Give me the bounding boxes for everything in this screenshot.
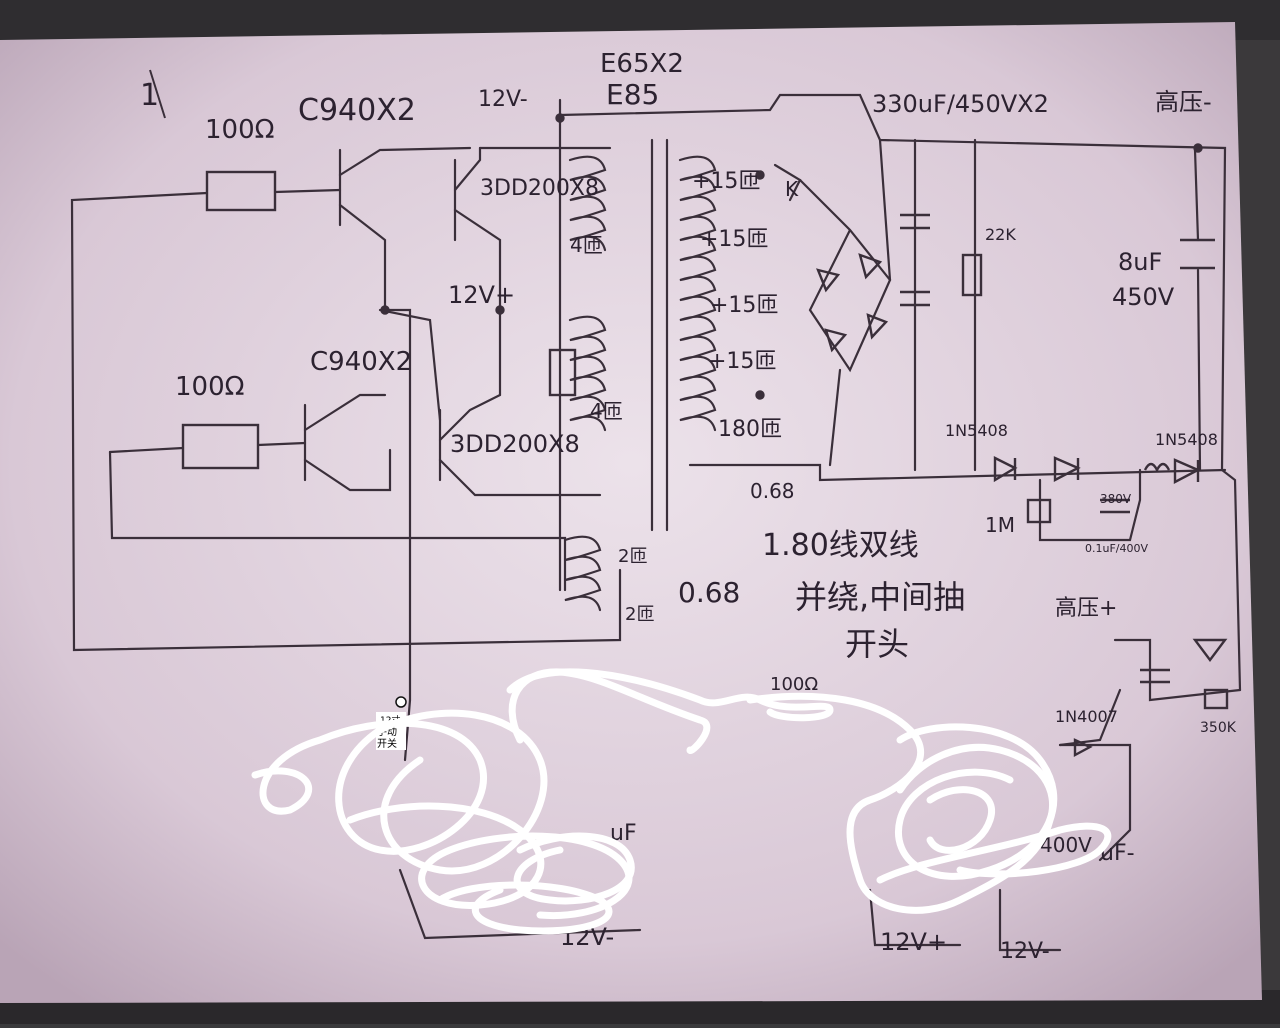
- junction-dot: [555, 113, 565, 123]
- upper-mosfet-label: 3DD200X8: [480, 176, 599, 201]
- series-diode-2: [1053, 456, 1081, 482]
- paper-sheet: [0, 22, 1262, 1003]
- hv-cap: [1140, 668, 1170, 684]
- series-diode-1: [993, 456, 1018, 483]
- page-mark-label: 1: [140, 78, 159, 113]
- hv-diode: [1192, 638, 1228, 662]
- note-line-1: 1.80线双线: [762, 528, 919, 563]
- tap-1-label: +15匝: [692, 169, 760, 194]
- film-cap: [1180, 238, 1215, 270]
- switch-knob-icon: [395, 696, 407, 708]
- diode3-label: 1N4007: [1055, 707, 1118, 726]
- bleeder-label: 22K: [985, 225, 1016, 244]
- note-line-2: 并绕,中间抽: [795, 578, 965, 616]
- hv-plus-label: 高压+: [1055, 596, 1117, 621]
- output-cap-2: [900, 290, 930, 307]
- lower-transistor-label: C940X2: [310, 347, 412, 377]
- bleeder-resistor: [961, 253, 983, 297]
- diode-label: 1N5408: [945, 421, 1008, 440]
- film-cap-label: 8uF: [1118, 248, 1162, 276]
- bottom-resistor-label: 100Ω: [770, 674, 818, 695]
- junction-dot: [1193, 143, 1203, 153]
- junction-dot: [495, 305, 505, 315]
- bridge-diode-4: [866, 313, 889, 340]
- upper-transistor-label: C940X2: [298, 93, 416, 128]
- bridge-diode-3: [824, 328, 848, 353]
- resistor-350k: [1203, 688, 1229, 710]
- supply-minus-label: 12V-: [478, 87, 528, 112]
- switch-label-3: 开关: [377, 737, 397, 750]
- output-caps-label: 330uF/450VX2: [872, 90, 1049, 118]
- core-label-1: E65X2: [600, 49, 684, 79]
- tap-5-label: 180匝: [718, 417, 782, 442]
- junction-dot: [755, 170, 765, 180]
- bottom-right-supply-minus: 12V-: [1000, 939, 1050, 964]
- secondary-wire-label: 0.68: [750, 479, 795, 503]
- lower-mosfet-label: 3DD200X8: [450, 430, 580, 458]
- circuit-wires: [70, 93, 1242, 952]
- series-diode-3: [1173, 458, 1201, 484]
- tap-4-label: +15匝: [708, 349, 776, 374]
- zener-label: 380V: [1100, 492, 1132, 506]
- junction-dot: [755, 390, 765, 400]
- upper-turns-label: 4匝: [570, 233, 603, 257]
- resistor-1m-label: 1M: [985, 513, 1015, 537]
- small-cap-label: 0.1uF/400V: [1085, 542, 1148, 555]
- switch-mark-label: K: [785, 177, 799, 201]
- tap-3-label: +15匝: [710, 293, 778, 318]
- film-cap-voltage-label: 450V: [1112, 283, 1175, 311]
- diode-1n4007: [1073, 738, 1093, 757]
- redaction-scribble: [251, 668, 1112, 935]
- output-cap-1: [900, 213, 930, 230]
- supply-plus-label: 12V+: [448, 281, 515, 309]
- tap-2-label: +15匝: [700, 227, 768, 252]
- lower-turns-label: 4匝: [590, 399, 623, 423]
- upper-resistor: [205, 170, 277, 212]
- lower-resistor: [181, 423, 260, 470]
- series-resistor: [1143, 462, 1171, 473]
- feedback-top-label: 2匝: [618, 546, 647, 567]
- feedback-wire-label: 0.68: [678, 576, 740, 609]
- small-cap: [1100, 498, 1130, 514]
- upper-resistor-label: 100Ω: [205, 115, 275, 145]
- bridge-diode-2: [858, 253, 883, 280]
- junction-dot: [380, 305, 390, 315]
- page-mark: [149, 69, 166, 119]
- diode2-label: 1N5408: [1155, 430, 1218, 449]
- hv-minus-label: 高压-: [1155, 88, 1212, 116]
- resistor-1m: [1026, 498, 1052, 524]
- lower-resistor-label: 100Ω: [175, 372, 245, 402]
- circuit-components: [181, 113, 1229, 757]
- bottom-right-supply-plus: 12V+: [880, 928, 947, 956]
- resistor-350k-label: 350K: [1200, 720, 1237, 736]
- note-line-3: 开头: [845, 625, 909, 663]
- primary-resistor: [548, 348, 577, 397]
- core-label-2: E85: [606, 78, 659, 111]
- bridge-diode-1: [816, 268, 841, 293]
- feedback-bottom-label: 2匝: [625, 604, 654, 625]
